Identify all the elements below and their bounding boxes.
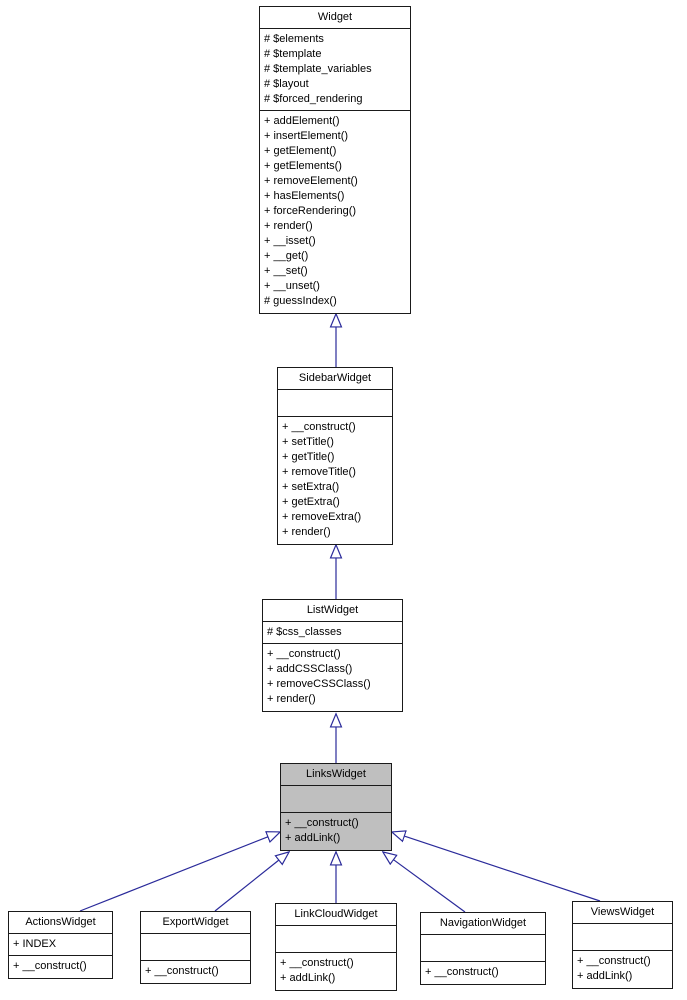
attributes-compartment — [278, 390, 392, 417]
method: + addCSSClass() — [267, 663, 353, 675]
method: + hasElements() — [264, 190, 345, 202]
methods-compartment: + __construct() + addCSSClass() + remove… — [263, 644, 402, 711]
methods-compartment: + __construct() + addLink() — [573, 951, 672, 988]
method: + removeTitle() — [282, 466, 356, 478]
method: + getExtra() — [282, 496, 340, 508]
class-title: LinksWidget — [281, 764, 391, 786]
methods-compartment: + __construct() — [421, 962, 545, 984]
method: + render() — [267, 693, 316, 705]
method: + setExtra() — [282, 481, 340, 493]
method: + render() — [282, 526, 331, 538]
method: + getTitle() — [282, 451, 335, 463]
method: + __unset() — [264, 280, 320, 292]
methods-compartment: + __construct() — [9, 956, 112, 978]
attribute: # $css_classes — [267, 626, 342, 638]
class-navigationwidget[interactable]: NavigationWidget + __construct() — [420, 912, 546, 985]
method: + addLink() — [285, 832, 341, 844]
method: + setTitle() — [282, 436, 334, 448]
method: + removeExtra() — [282, 511, 362, 523]
attribute: + INDEX — [13, 938, 57, 950]
method: + __construct() — [282, 421, 356, 433]
edge-viewswidget-to-linkswidget — [404, 836, 601, 902]
attribute: # $template — [264, 48, 322, 60]
methods-compartment: + __construct() + setTitle() + getTitle(… — [278, 417, 392, 544]
method: + __construct() — [285, 817, 359, 829]
edge-actionswidget-to-linkswidget — [79, 837, 268, 912]
attributes-compartment — [141, 934, 250, 961]
edge-exportwidget-to-linkswidget — [214, 860, 279, 912]
method: + __get() — [264, 250, 309, 262]
method: + forceRendering() — [264, 205, 357, 217]
class-linkswidget-current: LinksWidget + __construct() + addLink() — [280, 763, 392, 851]
methods-compartment: + __construct() + addLink() — [281, 813, 391, 850]
attributes-compartment — [276, 926, 396, 953]
class-title: ListWidget — [263, 600, 402, 622]
class-viewswidget[interactable]: ViewsWidget + __construct() + addLink() — [572, 901, 673, 989]
class-title: ActionsWidget — [9, 912, 112, 934]
method: + addElement() — [264, 115, 340, 127]
attribute: # $layout — [264, 78, 309, 90]
methods-compartment: + __construct() + addLink() — [276, 953, 396, 990]
method: + __construct() — [267, 648, 341, 660]
class-exportwidget[interactable]: ExportWidget + __construct() — [140, 911, 251, 984]
method: # guessIndex() — [264, 295, 337, 307]
method: + getElement() — [264, 145, 337, 157]
attributes-compartment: # $elements # $template # $template_vari… — [260, 29, 410, 111]
method: + __construct() — [425, 966, 499, 978]
class-title: ExportWidget — [141, 912, 250, 934]
attributes-compartment — [281, 786, 391, 813]
attribute: # $forced_rendering — [264, 93, 363, 105]
method: + __construct() — [280, 957, 354, 969]
method: + __set() — [264, 265, 308, 277]
methods-compartment: + __construct() — [141, 961, 250, 983]
attributes-compartment — [573, 924, 672, 951]
method: + __construct() — [13, 960, 87, 972]
method: + addLink() — [280, 972, 336, 984]
class-title: NavigationWidget — [421, 913, 545, 935]
class-widget[interactable]: Widget # $elements # $template # $templa… — [259, 6, 411, 314]
method: + render() — [264, 220, 313, 232]
class-sidebarwidget[interactable]: SidebarWidget + __construct() + setTitle… — [277, 367, 393, 545]
class-title: Widget — [260, 7, 410, 29]
attribute: # $elements — [264, 33, 324, 45]
method: + addLink() — [577, 970, 633, 982]
methods-compartment: + addElement() + insertElement() + getEl… — [260, 111, 410, 313]
method: + insertElement() — [264, 130, 349, 142]
attribute: # $template_variables — [264, 63, 372, 75]
class-title: LinkCloudWidget — [276, 904, 396, 926]
method: + getElements() — [264, 160, 342, 172]
class-actionswidget[interactable]: ActionsWidget + INDEX + __construct() — [8, 911, 113, 979]
class-listwidget[interactable]: ListWidget # $css_classes + __construct(… — [262, 599, 403, 712]
class-title: SidebarWidget — [278, 368, 392, 390]
class-title: ViewsWidget — [573, 902, 672, 924]
attributes-compartment — [421, 935, 545, 962]
method: + removeCSSClass() — [267, 678, 371, 690]
method: + __construct() — [145, 965, 219, 977]
edge-navigationwidget-to-linkswidget — [394, 860, 466, 913]
method: + __construct() — [577, 955, 651, 967]
attributes-compartment: # $css_classes — [263, 622, 402, 644]
attributes-compartment: + INDEX — [9, 934, 112, 956]
method: + __isset() — [264, 235, 316, 247]
class-linkcloudwidget[interactable]: LinkCloudWidget + __construct() + addLin… — [275, 903, 397, 991]
method: + removeElement() — [264, 175, 358, 187]
